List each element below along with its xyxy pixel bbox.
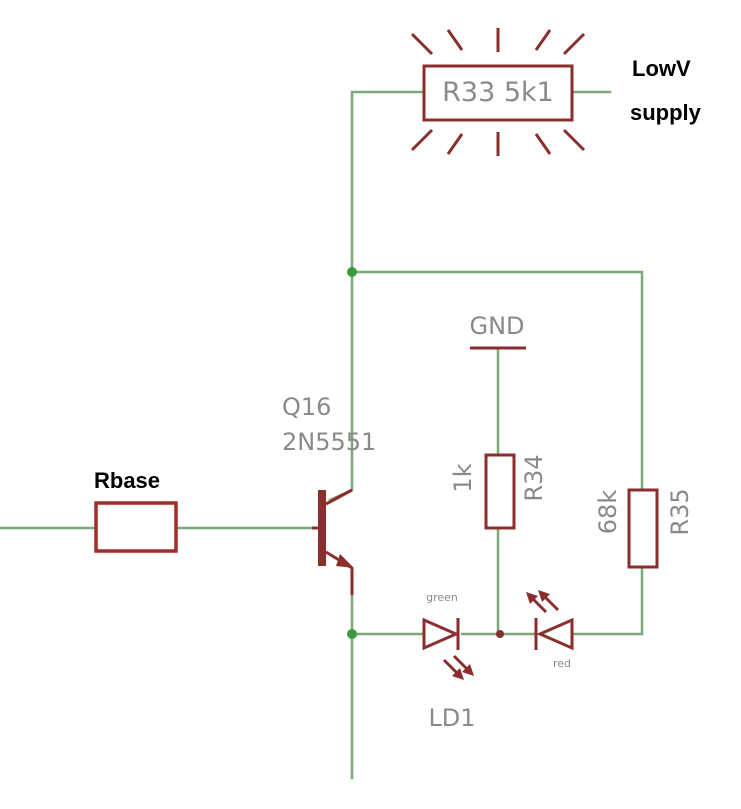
r34-body (484, 453, 516, 530)
led-red-label: red (553, 657, 571, 670)
junctions (347, 267, 504, 639)
led-green-triangle (422, 617, 460, 651)
r35-body (627, 488, 659, 569)
r34-value: 1k (449, 463, 477, 492)
ld1-green-led: green LD1 (422, 591, 476, 732)
ld1-name: LD1 (428, 704, 475, 732)
junction-led-center (496, 630, 504, 638)
gnd-symbol: GND (469, 312, 526, 350)
lowv-label-line1: LowV (632, 56, 691, 81)
rbase-label: Rbase (94, 468, 160, 493)
r35-value: 68k (594, 490, 622, 535)
q16-base-bar (318, 490, 326, 566)
q16-part: 2N5551 (282, 428, 376, 456)
wires (0, 90, 644, 780)
q16-transistor: Q16 2N5551 (282, 393, 376, 595)
q16-collector-leg (325, 488, 353, 506)
junction-top (347, 267, 357, 277)
r35-resistor: 68k R35 (594, 488, 694, 569)
r33-glow-rays (410, 28, 586, 156)
r35-name: R35 (666, 488, 694, 535)
led-red-emission-arrows-icon (526, 590, 560, 614)
wire-r33-to-collector (350, 90, 426, 274)
led-green-label: green (426, 591, 458, 604)
wire-collector (328, 270, 354, 502)
r33-resistor: R33 5k1 (410, 28, 586, 156)
led-green-emission-arrows-icon (442, 654, 474, 680)
led-red-triangle (536, 617, 574, 651)
r33-body (422, 64, 574, 122)
q16-name: Q16 (282, 393, 331, 421)
gnd-label: GND (469, 312, 524, 340)
ld1-red-led: red (526, 590, 574, 670)
q16-emitter-arrow (336, 554, 354, 568)
r34-resistor: 1k R34 (449, 453, 548, 530)
wire-led-red-to-r35 (572, 565, 644, 636)
wire-top-rail (350, 270, 644, 492)
r34-name: R34 (520, 454, 548, 501)
junction-bottom (347, 629, 357, 639)
rbase-resistor: Rbase (94, 468, 178, 553)
r33-label: R33 5k1 (442, 77, 554, 108)
rbase-box (94, 501, 178, 553)
lowv-label-line2: supply (630, 100, 702, 125)
